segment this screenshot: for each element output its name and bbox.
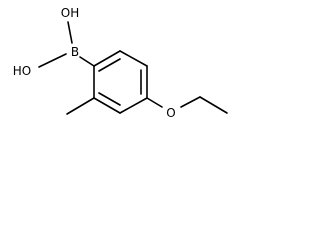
bond-boron-oh-left [38,53,67,68]
ring-double-bond-c1-c2 [98,58,121,72]
ring-bond-c2-c3 [119,50,148,67]
boronic-acid-group: B OH HO [13,6,95,78]
ethoxy-group: O [146,96,228,120]
chemical-structure-diagram: B OH HO O [13,6,228,120]
atom-oh-left-label: HO [13,64,31,78]
atom-oxygen-label: O [166,106,175,120]
ring-bond-c4-c5 [119,97,148,114]
bond-ring-methyl [66,97,95,115]
benzene-ring [93,50,148,114]
ring-bond-c5-c6 [93,97,121,114]
bond-ch2-ch3 [199,96,228,114]
atom-oh-top-label: OH [61,6,79,20]
bond-boron-oh-top [67,21,73,44]
bond-ring-boron [79,56,95,67]
bond-oxygen-ch2 [180,96,201,108]
bond-ring-oxygen [146,97,163,108]
ring-bond-c1-c2 [93,50,121,67]
ring-double-bond-c5-c6 [98,92,121,106]
atom-boron-label: B [71,45,79,59]
methyl-group [66,97,95,115]
